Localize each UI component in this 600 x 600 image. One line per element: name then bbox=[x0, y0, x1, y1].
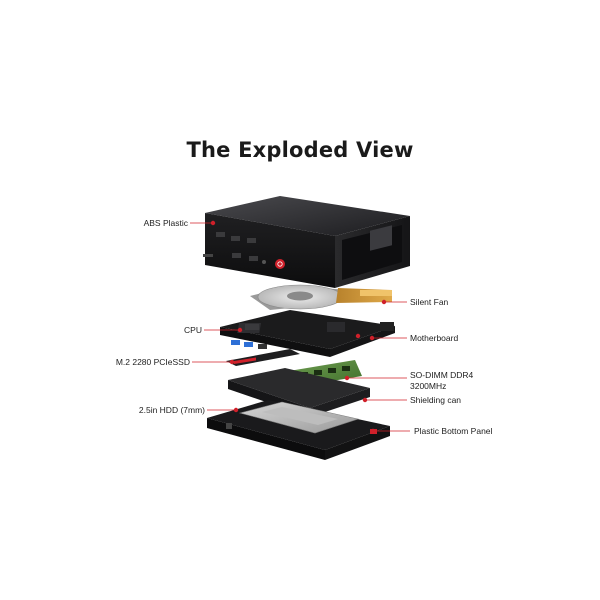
motherboard bbox=[220, 310, 395, 357]
label-sodimm-line2: 3200MHz bbox=[410, 381, 447, 391]
hdd bbox=[238, 401, 360, 434]
label-abs-plastic: ABS Plastic bbox=[143, 218, 188, 228]
label-shielding-can: Shielding can bbox=[410, 395, 462, 405]
m2-ssd bbox=[226, 349, 300, 366]
label-bottom-panel: Plastic Bottom Panel bbox=[414, 426, 493, 436]
label-silent-fan: Silent Fan bbox=[410, 297, 449, 307]
fan-assembly bbox=[250, 284, 392, 310]
label-hdd: 2.5in HDD (7mm) bbox=[138, 405, 205, 415]
leader-lines bbox=[190, 220, 410, 434]
top-case bbox=[203, 196, 410, 288]
label-sodimm-line1: SO-DIMM DDR4 bbox=[410, 370, 474, 380]
side-vent bbox=[342, 225, 402, 280]
label-m2-ssd: M.2 2280 PCIeSSD bbox=[115, 357, 190, 367]
label-motherboard: Motherboard bbox=[410, 333, 459, 343]
label-cpu: CPU bbox=[184, 325, 202, 335]
bottom-panel bbox=[207, 400, 390, 460]
page-title: The Exploded View bbox=[186, 138, 414, 162]
